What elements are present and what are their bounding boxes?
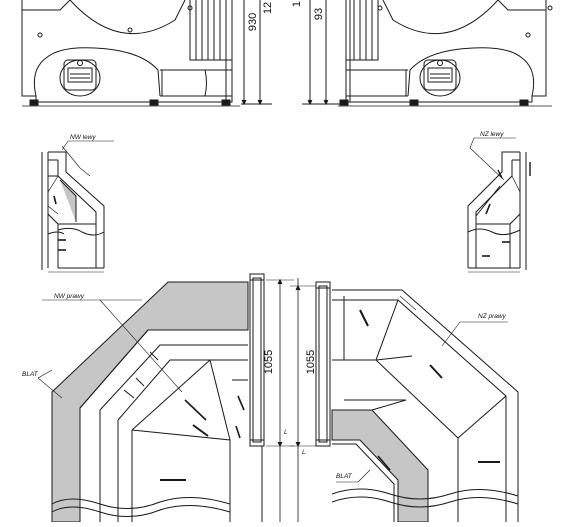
plan-nw-right (37, 281, 249, 523)
central-counter-left (249, 273, 294, 522)
side-elevation-left (21, 0, 240, 107)
dim-930-left: 930 (247, 13, 259, 31)
dimension-lines-right (302, 0, 340, 106)
dim-1055-right: 1055 (305, 350, 317, 374)
dim-93-right: 93 (313, 8, 325, 20)
dimension-lines-left (241, 0, 272, 106)
side-elevation-right (338, 0, 553, 107)
label-nw-lewy: NW lewy (70, 134, 96, 141)
compressor-unit-right (423, 59, 457, 91)
label-nz-prawy: NZ prawy (478, 313, 507, 320)
dim-l-left: L (284, 429, 288, 436)
label-nz-lewy: NZ lewy (480, 131, 504, 138)
plan-nz-right (331, 289, 519, 523)
dim-1-right: 1 (291, 1, 303, 7)
label-blat-right: BLAT (336, 473, 353, 480)
dim-1055-left: 1055 (263, 350, 275, 374)
label-blat-left: BLAT (22, 371, 39, 378)
dim-l-right: L (302, 449, 306, 456)
corner-nz-left (467, 147, 531, 273)
compressor-unit-left (63, 59, 97, 91)
label-nw-prawy: NW prawy (54, 293, 85, 300)
central-counter-right (290, 278, 331, 522)
dim-12-left: 12 (262, 2, 274, 14)
corner-nw-left (41, 145, 105, 273)
